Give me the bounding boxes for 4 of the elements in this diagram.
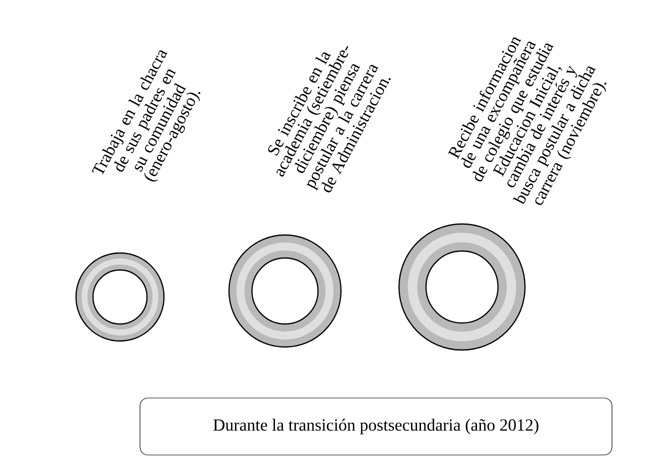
ring-drawing <box>228 234 342 348</box>
ring-drawing <box>75 252 165 342</box>
caption-box: Durante la transición postsecundaria (año 2012) <box>140 398 612 456</box>
ring-drawing <box>398 223 526 351</box>
